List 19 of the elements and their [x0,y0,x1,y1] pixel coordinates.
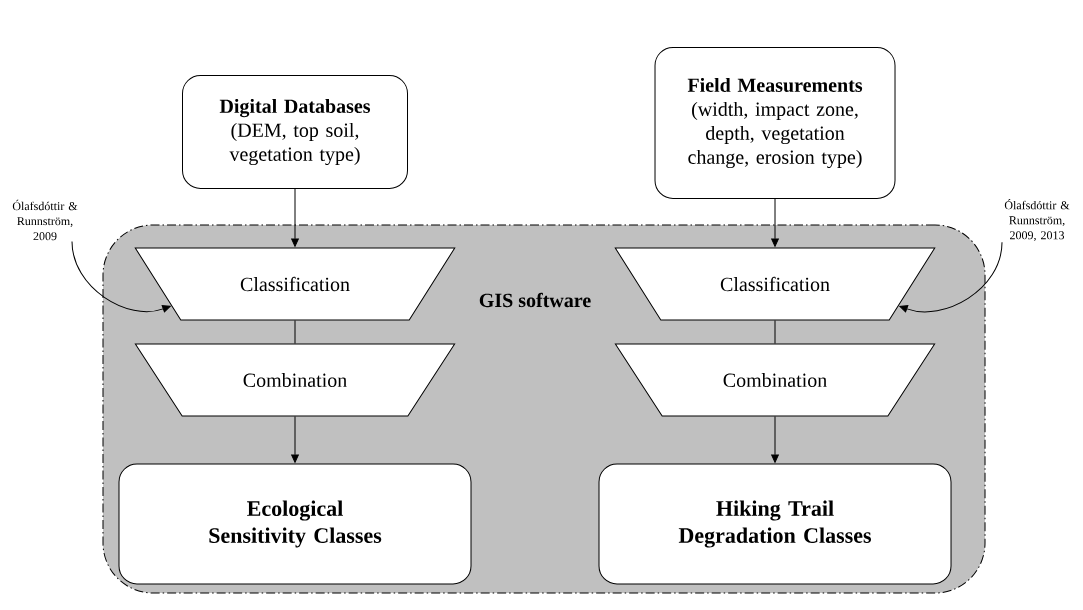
arrow [291,416,299,463]
citation-text: Ólafsdóttir & Runnström, 2009, 2013 [1004,198,1070,242]
connector-line [294,320,296,344]
process-trapezoid: Classification [614,247,936,321]
process-trapezoid: Combination [614,343,936,417]
arrow [291,188,299,247]
process-trapezoid: Classification [134,247,456,321]
connector-line [774,320,776,344]
curved-arrow [71,240,171,313]
source-box: Digital Databases (DEM, top soil, vegetation type) [182,75,408,189]
source-box: Field Measurements (width, impact zone, depth, vegetation change, erosion type) [654,47,896,199]
result-box: Hiking Trail Degradation Classes [598,463,952,585]
result-box: Ecological Sensitivity Classes [118,463,472,585]
citation-text: Ólafsdóttir & Runnström, 2009 [12,199,78,241]
arrow [771,198,779,247]
curved-arrow [899,241,1003,313]
arrow [771,416,779,463]
panel-title: GIS software [479,292,591,308]
process-trapezoid: Combination [134,343,456,417]
